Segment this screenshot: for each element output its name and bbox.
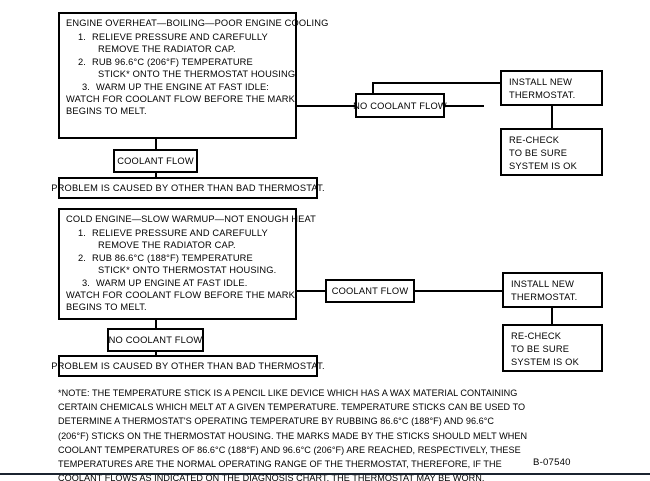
s1-step-2-line2: STICK* ONTO THE THERMOSTAT HOUSING. [98,69,298,80]
s2-recheck-line-2: TO BE SURE [511,343,570,354]
footnote-line-3: DETERMINE A THERMOSTAT'S OPERATING TEMPE… [58,416,495,427]
s1-step-2-line1: RUB 96.6°C (206°F) TEMPERATURE [92,56,253,67]
s2-coolant-flow-box: COOLANT FLOW [325,279,415,303]
connector-s2-box-to-no-flow [155,318,157,329]
s2-step-3-line1: WARM UP ENGINE AT FAST IDLE. [96,277,248,288]
s2-step-1-line1: RELIEVE PRESSURE AND CAREFULLY [92,228,268,238]
footnote-text: *NOTE: THE TEMPERATURE STICK IS A PENCIL… [58,386,527,481]
s2-step-3-number: 3. [81,277,90,288]
s1-recheck-box: RE-CHECK TO BE SURE SYSTEM IS OK [500,128,603,176]
footnote-line-2: CERTAIN CHEMICALS WHICH MELT AT A GIVEN … [58,402,526,413]
connector-s1-install-to-recheck [551,105,553,129]
s2-step-1-cont: REMOVE THE RADIATOR CAP. [66,239,289,251]
s2-step-3: 3. WARM UP ENGINE AT FAST IDLE. [66,277,289,289]
s1-step-1-number: 1. [77,32,86,42]
s2-recheck-line-3: SYSTEM IS OK [511,356,580,367]
s1-tail-line-2: BEGINS TO MELT. [66,106,147,117]
s1-install-new-thermostat-box: INSTALL NEW THERMOSTAT. [500,70,603,106]
s1-tail-line-1: WATCH FOR COOLANT FLOW BEFORE THE MARK [66,94,296,105]
s2-procedure-box: COLD ENGINE—SLOW WARMUP—NOT ENOUGH HEAT … [58,208,316,320]
s1-procedure-title: ENGINE OVERHEAT—BOILING—POOR ENGINE COOL… [66,18,329,28]
figure-code: B-07540 [533,457,571,468]
footnote-line-7: COOLANT FLOWS AS INDICATED ON THE DIAGNO… [58,473,485,481]
s2-tail-line-1: WATCH FOR COOLANT FLOW BEFORE THE MARK [66,290,296,301]
bottom-divider [0,473,650,475]
s1-procedure-box: ENGINE OVERHEAT—BOILING—POOR ENGINE COOL… [58,12,329,139]
s2-step-1: 1. RELIEVE PRESSURE AND CAREFULLY [66,227,289,239]
s2-step-2-number: 2. [77,252,86,263]
s2-install-line-1: INSTALL NEW [511,279,575,289]
s2-coolant-flow-label: COOLANT FLOW [331,286,409,296]
s2-step-2-line2: STICK* ONTO THERMOSTAT HOUSING. [98,265,277,276]
s2-no-coolant-flow-label: NO COOLANT FLOW [108,335,203,345]
s1-conclusion-box: PROBLEM IS CAUSED BY OTHER THAN BAD THER… [51,177,325,199]
s2-step-2-line1: RUB 86.6°C (188°F) TEMPERATURE [92,252,253,263]
s1-conclusion-label: PROBLEM IS CAUSED BY OTHER THAN BAD THER… [51,183,325,193]
connector-s1-no-flow-to-install-h1 [444,105,484,107]
connector-s1-box-to-no-flow [295,105,355,107]
footnote-line-5: COOLANT TEMPERATURES OF 86.6°C (188°F) A… [58,444,521,455]
s1-no-coolant-flow-label: NO COOLANT FLOW [353,100,447,111]
s1-step-3-line1: WARM UP THE ENGINE AT FAST IDLE: [96,81,270,92]
s2-step-2-cont: STICK* ONTO THERMOSTAT HOUSING. [66,264,289,276]
footnote-line-4: (206°F) STICKS ON THE THERMOSTAT HOUSING… [58,430,528,441]
s1-no-coolant-flow-box: NO COOLANT FLOW [353,93,447,118]
s2-install-new-thermostat-box: INSTALL NEW THERMOSTAT. [502,272,603,308]
s2-recheck-line-1: RE-CHECK [511,331,562,341]
s1-install-line-2: THERMOSTAT. [509,89,576,100]
connector-s2-coolant-flow-to-install [414,290,504,292]
footnote-line-6: TEMPERATURES ARE THE NORMAL OPERATING RA… [58,459,502,470]
s1-coolant-flow-label: COOLANT FLOW [117,156,194,166]
s2-procedure-title: COLD ENGINE—SLOW WARMUP—NOT ENOUGH HEAT [66,214,316,224]
s2-conclusion-box: PROBLEM IS CAUSED BY OTHER THAN BAD THER… [51,355,325,377]
s1-step-1: 1. RELIEVE PRESSURE AND CAREFULLY [66,31,289,43]
s1-recheck-line-2: TO BE SURE [509,147,568,158]
s1-step-1-cont: REMOVE THE RADIATOR CAP. [66,43,289,55]
s1-step-3: 3. WARM UP THE ENGINE AT FAST IDLE: [66,81,289,93]
s1-recheck-line-3: SYSTEM IS OK [509,160,578,171]
s1-step-2-number: 2. [77,56,86,67]
s1-step-1-line2: REMOVE THE RADIATOR CAP. [98,44,236,55]
s1-install-line-1: INSTALL NEW [509,77,573,87]
s2-conclusion-label: PROBLEM IS CAUSED BY OTHER THAN BAD THER… [51,361,325,371]
s1-step-2: 2. RUB 96.6°C (206°F) TEMPERATURE [66,56,289,68]
s2-recheck-box: RE-CHECK TO BE SURE SYSTEM IS OK [502,324,603,372]
s1-step-3-number: 3. [81,81,90,92]
s2-step-1-number: 1. [77,228,86,238]
s1-recheck-line-1: RE-CHECK [509,135,560,145]
s1-coolant-flow-box: COOLANT FLOW [113,149,198,173]
s2-step-1-line2: REMOVE THE RADIATOR CAP. [98,240,236,251]
connector-s1-no-flow-to-install-h2 [372,82,502,84]
connector-s1-box-to-coolant-flow [155,137,157,150]
footnote-line-1: *NOTE: THE TEMPERATURE STICK IS A PENCIL… [58,388,518,398]
s2-install-line-2: THERMOSTAT. [511,291,578,302]
s2-step-2: 2. RUB 86.6°C (188°F) TEMPERATURE [66,252,289,264]
s2-tail-line-2: BEGINS TO MELT. [66,302,147,313]
connector-s2-box-to-coolant-flow [295,290,325,292]
s1-step-2-cont: STICK* ONTO THE THERMOSTAT HOUSING. [66,68,298,80]
s1-step-1-line1: RELIEVE PRESSURE AND CAREFULLY [92,32,268,42]
s2-no-coolant-flow-box: NO COOLANT FLOW [107,328,204,352]
connector-s2-install-to-recheck [551,307,553,325]
